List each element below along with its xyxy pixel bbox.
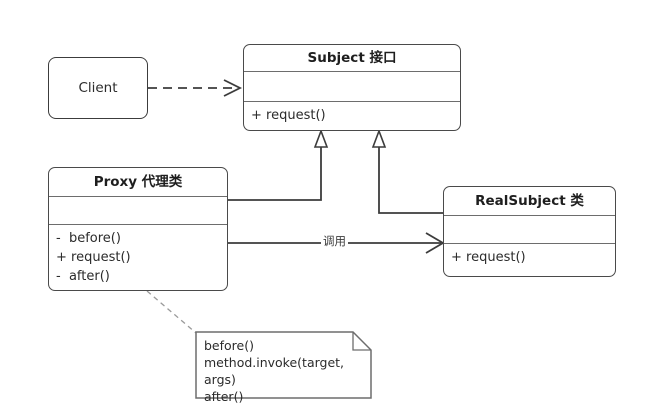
node-proxy-title: Proxy 代理类 xyxy=(49,168,227,197)
node-subject-operations: + request() xyxy=(244,102,460,128)
node-subject-title: Subject 接口 xyxy=(244,45,460,72)
note-line-1: before() xyxy=(204,338,254,353)
node-realsubject-attributes xyxy=(444,216,615,244)
note-line: before() method.invoke(target, args) after(… xyxy=(204,337,344,405)
node-proxy[interactable]: Proxy 代理类 - before() + request() - after… xyxy=(48,167,228,291)
note-line-3: args) xyxy=(204,372,236,387)
operation-row: + request() xyxy=(451,250,526,265)
node-proxy-attributes xyxy=(49,197,227,225)
edge-label-proxy-to-realsubject: 调用 xyxy=(321,234,348,248)
node-client[interactable]: Client xyxy=(48,57,148,119)
edge-realsubject-to-subject xyxy=(371,128,443,214)
node-realsubject-operations: + request() xyxy=(444,244,615,270)
note-annotation[interactable]: before() method.invoke(target, args) after(… xyxy=(196,332,371,404)
operation-row: - after() xyxy=(56,269,110,285)
node-subject-attributes xyxy=(244,72,460,102)
operation-row: + request() xyxy=(251,108,326,123)
edge-proxy-to-subject xyxy=(228,128,329,201)
node-realsubject[interactable]: RealSubject 类 + request() xyxy=(443,186,616,277)
node-client-label: Client xyxy=(78,80,118,96)
note-line-4: after() xyxy=(204,389,244,404)
operation-row: - before() xyxy=(56,231,121,246)
edge-client-to-subject xyxy=(148,79,243,97)
operation-row: + request() xyxy=(56,250,131,266)
edge-proxy-to-note xyxy=(146,290,197,334)
node-realsubject-title: RealSubject 类 xyxy=(444,187,615,216)
node-subject[interactable]: Subject 接口 + request() xyxy=(243,44,461,131)
node-proxy-operations: - before() + request() - after() xyxy=(49,225,227,290)
note-line-2: method.invoke(target, xyxy=(204,355,345,370)
